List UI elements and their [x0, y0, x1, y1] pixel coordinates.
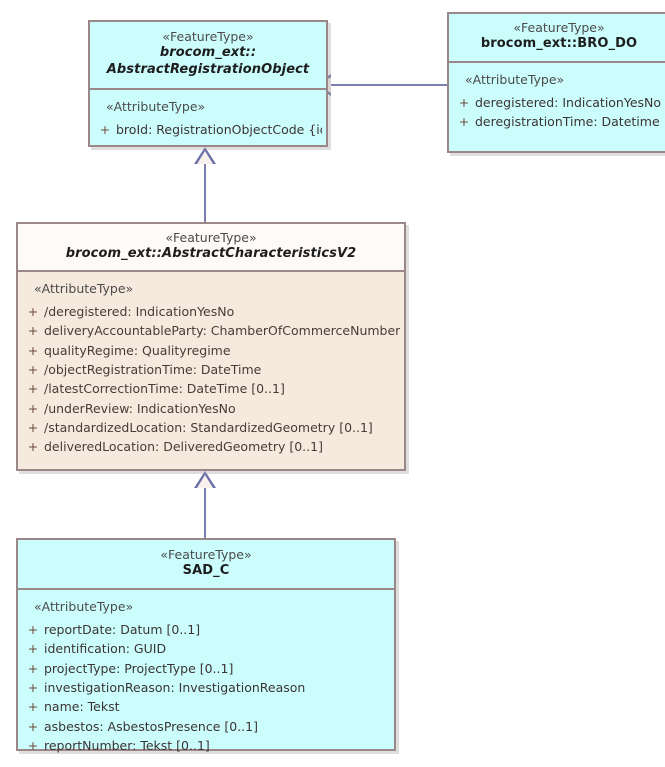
- class-header: «FeatureType» brocom_ext::AbstractCharac…: [18, 224, 404, 272]
- attribute-row: + identification: GUID: [22, 639, 390, 658]
- generalization-arrowhead-up-inner: [197, 475, 213, 488]
- class-name-line1: brocom_ext::: [159, 45, 257, 60]
- attribute-visibility: +: [27, 621, 39, 637]
- attribute-visibility: +: [27, 400, 39, 416]
- class-box-bro-do[interactable]: «FeatureType» brocom_ext::BRO_DO «Attrib…: [447, 12, 665, 153]
- attribute-visibility: +: [27, 699, 39, 715]
- attribute-row: + reportDate: Datum [0..1]: [22, 620, 390, 639]
- class-stereotype: «FeatureType»: [513, 20, 605, 35]
- class-stereotype: «FeatureType»: [162, 29, 254, 44]
- attribute-signature: /objectRegistrationTime: DateTime: [44, 361, 262, 377]
- class-header: «FeatureType» brocom_ext::BRO_DO: [449, 14, 665, 63]
- attributes-compartment: «AttributeType» + deregistered: Indicati…: [449, 63, 665, 140]
- attribute-visibility: +: [27, 439, 39, 455]
- attribute-row: + /objectRegistrationTime: DateTime: [22, 360, 400, 379]
- class-box-abstract-registration-object[interactable]: «FeatureType» brocom_ext:: AbstractRegis…: [88, 20, 328, 147]
- attribute-visibility: +: [27, 420, 39, 435]
- class-header: «FeatureType» brocom_ext:: AbstractRegis…: [90, 22, 326, 90]
- attribute-row: + broId: RegistrationObjectCode {id}: [94, 120, 322, 139]
- attribute-signature: deregistrationTime: Datetime: [475, 114, 660, 130]
- attribute-row: + deliveredLocation: DeliveredGeometry […: [22, 437, 400, 456]
- class-stereotype: «FeatureType»: [165, 230, 257, 245]
- attribute-signature: identification: GUID: [44, 641, 167, 657]
- attribute-signature: projectType: ProjectType [0..1]: [44, 660, 234, 676]
- attribute-signature: broId: RegistrationObjectCode {id}: [116, 121, 322, 137]
- attribute-signature: deliveredLocation: DeliveredGeometry [0.…: [44, 439, 323, 455]
- attribute-signature: reportNumber: Tekst [0..1]: [44, 738, 210, 753]
- attribute-signature: asbestos: AsbestosPresence [0..1]: [44, 718, 258, 734]
- attribute-signature: /deregistered: IndicationYesNo: [44, 303, 235, 319]
- attribute-row: + /deregistered: IndicationYesNo: [22, 302, 400, 321]
- connector-line-horizontal: [331, 84, 447, 86]
- attribute-signature: deliveryAccountableParty: ChamberOfComme…: [44, 323, 400, 339]
- attribute-row: + deregistered: IndicationYesNo: [453, 93, 665, 112]
- attribute-signature: /standardizedLocation: StandardizedGeome…: [44, 420, 373, 435]
- class-box-sad-c[interactable]: «FeatureType» SAD_C «AttributeType» + re…: [16, 538, 396, 753]
- attribute-row: + reportNumber: Tekst [0..1]: [22, 736, 390, 755]
- attribute-visibility: +: [27, 660, 39, 676]
- class-name-line2: AbstractRegistrationObject: [106, 61, 310, 77]
- attribute-compartment-stereotype: «AttributeType»: [34, 599, 134, 614]
- attribute-visibility: +: [27, 342, 39, 358]
- class-name-line1: brocom_ext::AbstractCharacteristicsV2: [65, 246, 357, 261]
- attribute-signature: name: Tekst: [44, 699, 120, 715]
- attribute-signature: deregistered: IndicationYesNo: [475, 94, 662, 110]
- class-header: «FeatureType» SAD_C: [18, 540, 394, 590]
- attribute-visibility: +: [27, 361, 39, 377]
- attribute-row: + deliveryAccountableParty: ChamberOfCom…: [22, 321, 400, 340]
- attribute-row: + /underReview: IndicationYesNo: [22, 399, 400, 418]
- connector-line-vertical: [204, 488, 206, 538]
- attribute-row: + /latestCorrectionTime: DateTime [0..1]: [22, 379, 400, 398]
- attribute-visibility: +: [27, 303, 39, 319]
- attribute-visibility: +: [27, 679, 39, 695]
- attribute-visibility: +: [458, 94, 470, 110]
- attribute-visibility: +: [27, 718, 39, 734]
- class-name-line1: SAD_C: [182, 563, 230, 578]
- attributes-compartment: «AttributeType» + broId: RegistrationObj…: [90, 90, 326, 147]
- attribute-row: + projectType: ProjectType [0..1]: [22, 659, 390, 678]
- attribute-compartment-stereotype: «AttributeType»: [465, 72, 565, 87]
- attribute-signature: qualityRegime: Qualityregime: [44, 342, 231, 358]
- attribute-compartment-stereotype: «AttributeType»: [106, 99, 206, 114]
- attribute-row: + deregistrationTime: Datetime: [453, 112, 665, 131]
- attribute-visibility: +: [99, 121, 111, 137]
- attribute-visibility: +: [27, 323, 39, 339]
- attributes-compartment: «AttributeType» + reportDate: Datum [0..…: [18, 590, 394, 763]
- attribute-signature: /latestCorrectionTime: DateTime [0..1]: [44, 381, 285, 397]
- attributes-compartment: «AttributeType» + /deregistered: Indicat…: [18, 272, 404, 469]
- attribute-row: + qualityRegime: Qualityregime: [22, 341, 400, 360]
- attribute-signature: reportDate: Datum [0..1]: [44, 621, 201, 637]
- attribute-row: + /standardizedLocation: StandardizedGeo…: [22, 418, 400, 437]
- attribute-visibility: +: [458, 114, 470, 130]
- class-stereotype: «FeatureType»: [160, 547, 252, 562]
- attribute-visibility: +: [27, 381, 39, 397]
- attribute-signature: investigationReason: InvestigationReason: [44, 679, 306, 695]
- attribute-row: + asbestos: AsbestosPresence [0..1]: [22, 717, 390, 736]
- attribute-visibility: +: [27, 641, 39, 657]
- class-box-abstract-characteristics-v2[interactable]: «FeatureType» brocom_ext::AbstractCharac…: [16, 222, 406, 471]
- attribute-visibility: +: [27, 738, 39, 753]
- generalization-arrowhead-up-inner: [197, 151, 213, 164]
- attribute-compartment-stereotype: «AttributeType»: [34, 281, 134, 296]
- attribute-row: + name: Tekst: [22, 697, 390, 716]
- attribute-signature: /underReview: IndicationYesNo: [44, 400, 236, 416]
- attribute-row: + investigationReason: InvestigationReas…: [22, 678, 390, 697]
- connector-line-vertical: [204, 164, 206, 222]
- class-name-line1: brocom_ext::BRO_DO: [480, 36, 638, 51]
